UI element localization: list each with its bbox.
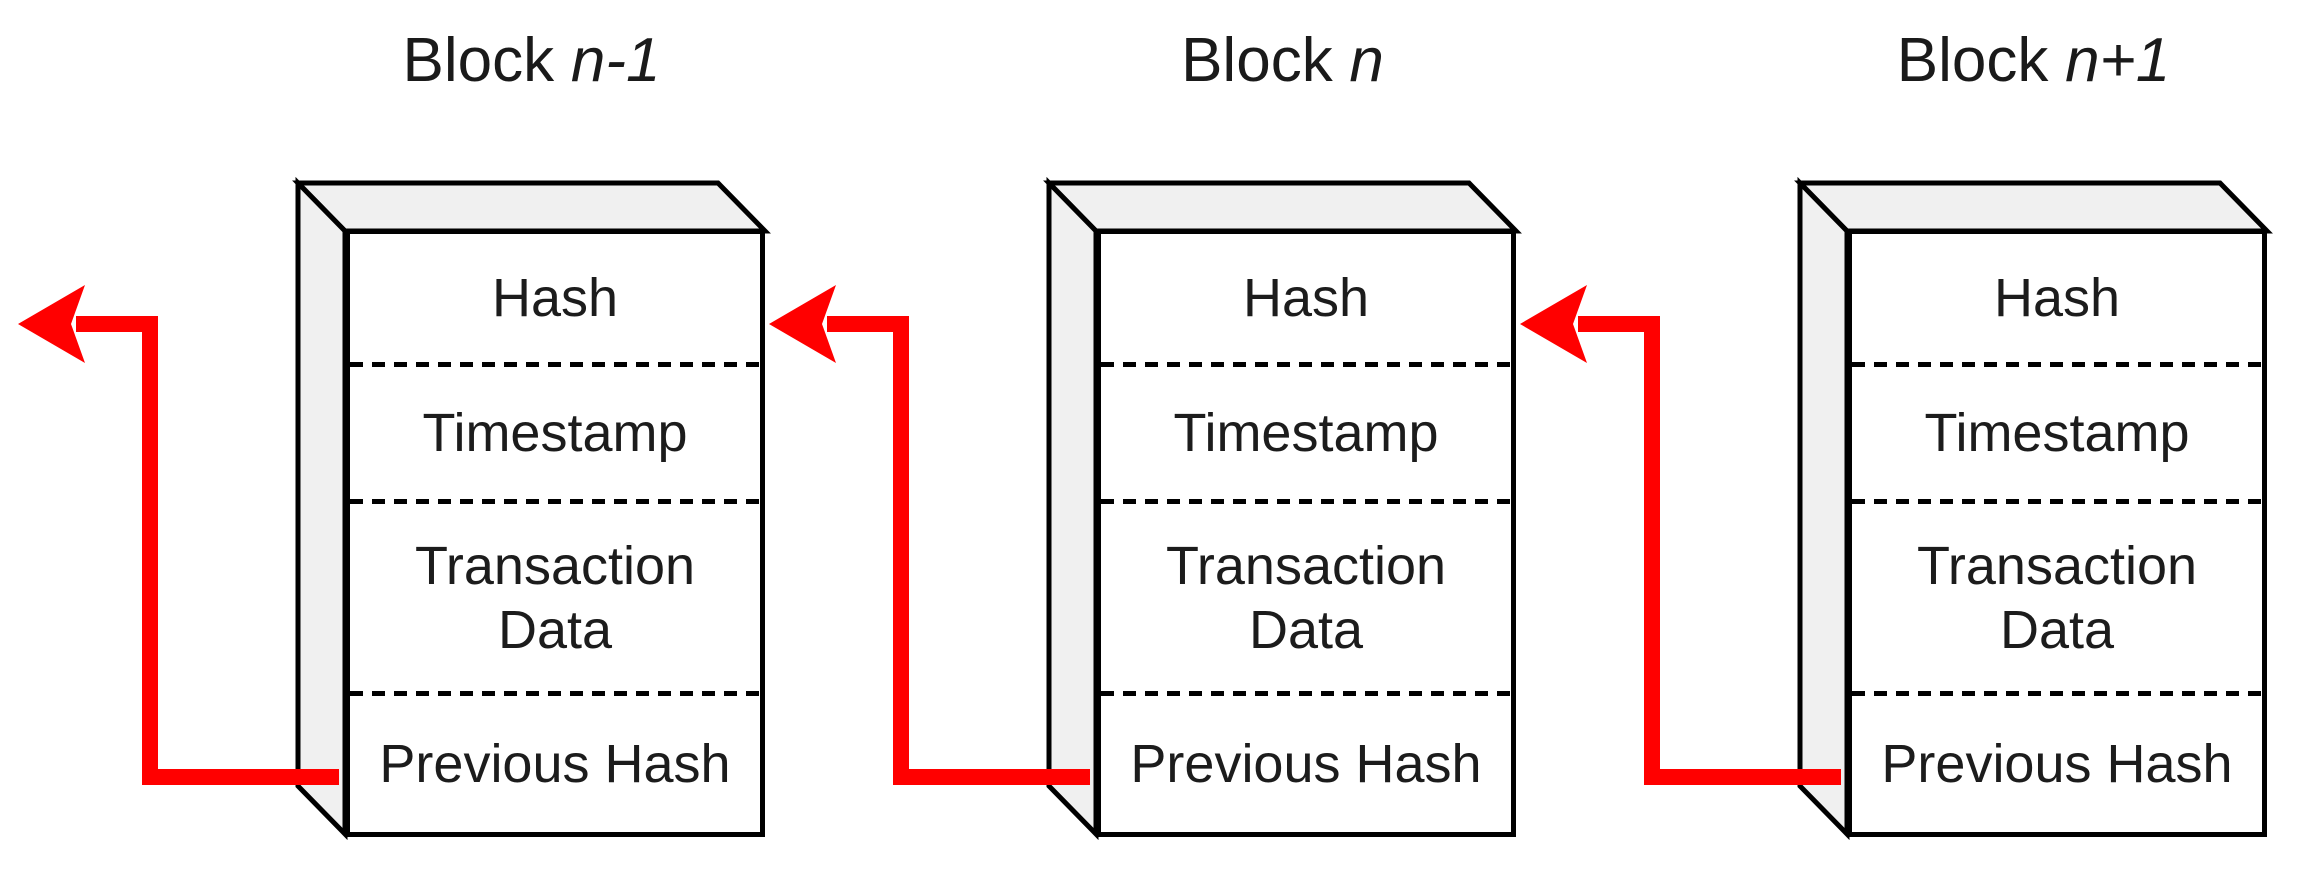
field-transaction-data: Transaction Data	[350, 504, 760, 691]
dashed-divider	[350, 499, 760, 504]
arrowhead-icon	[769, 285, 836, 363]
field-label: Previous Hash	[379, 734, 731, 794]
field-label-line: Transaction	[1165, 535, 1447, 596]
dashed-divider	[350, 691, 760, 696]
block-n-plus-1-front-face: Hash Timestamp Transaction Data Previous…	[1847, 229, 2267, 837]
arrow-from-block-n-plus-1-previous-hash	[1578, 316, 1841, 785]
block-n-plus-1-left-face	[1797, 176, 1850, 841]
arrow-from-block-n-1-previous-hash	[76, 316, 339, 785]
dashed-divider	[1852, 499, 2262, 504]
dashed-divider	[1101, 691, 1511, 696]
arrowhead-icon	[18, 285, 85, 363]
block-index-italic: n+1	[2065, 26, 2171, 95]
field-timestamp: Timestamp	[1852, 367, 2262, 499]
field-label: Previous Hash	[1881, 734, 2233, 794]
block-n-left-face	[1046, 176, 1099, 841]
block-n-plus-1-top-face	[1794, 180, 2273, 234]
field-previous-hash: Previous Hash	[350, 696, 760, 832]
field-label-line: Data	[497, 599, 613, 660]
field-transaction-data: Transaction Data	[1852, 504, 2262, 691]
field-hash: Hash	[1852, 234, 2262, 362]
block-n-1-left-face	[295, 176, 348, 841]
field-timestamp: Timestamp	[1101, 367, 1511, 499]
block-index-italic: n	[1349, 26, 1384, 95]
block-n-front-face: Hash Timestamp Transaction Data Previous…	[1096, 229, 1516, 837]
dashed-divider	[1101, 499, 1511, 504]
field-label-line: Transaction	[1916, 535, 2198, 596]
field-label: Hash	[1242, 268, 1370, 328]
arrowhead-icon	[1520, 285, 1587, 363]
block-title-text: Block	[1181, 26, 1333, 95]
block-title-text: Block	[402, 26, 555, 95]
field-label: Hash	[1993, 268, 2121, 328]
field-timestamp: Timestamp	[350, 367, 760, 499]
field-label: Previous Hash	[1130, 734, 1482, 794]
field-label-line: Data	[1248, 599, 1364, 660]
dashed-divider	[350, 362, 760, 367]
block-n-1-top-face	[292, 180, 771, 234]
field-hash: Hash	[350, 234, 760, 362]
field-label-line: Transaction	[414, 535, 696, 596]
block-n-1-front-face: Hash Timestamp Transaction Data Previous…	[345, 229, 765, 837]
field-label-line: Data	[1999, 599, 2115, 660]
dashed-divider	[1852, 362, 2262, 367]
block-index-italic: n-1	[570, 26, 661, 95]
field-label: Timestamp	[422, 403, 688, 463]
field-label: Hash	[491, 268, 619, 328]
arrow-from-block-n-previous-hash	[827, 316, 1090, 785]
dashed-divider	[1852, 691, 2262, 696]
block-n-top-face	[1043, 180, 1522, 234]
field-previous-hash: Previous Hash	[1101, 696, 1511, 832]
block-title-text: Block	[1896, 26, 2049, 95]
field-label: Timestamp	[1924, 403, 2190, 463]
field-previous-hash: Previous Hash	[1852, 696, 2262, 832]
dashed-divider	[1101, 362, 1511, 367]
field-transaction-data: Transaction Data	[1101, 504, 1511, 691]
field-label: Timestamp	[1173, 403, 1439, 463]
field-hash: Hash	[1101, 234, 1511, 362]
